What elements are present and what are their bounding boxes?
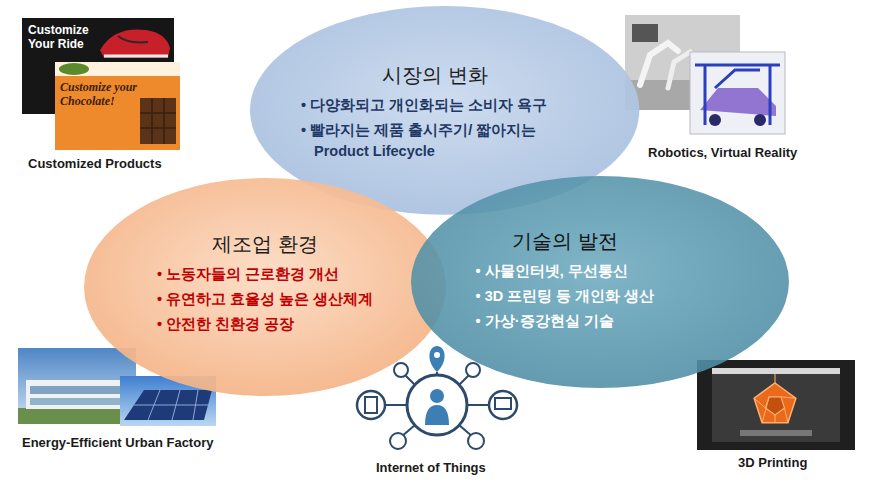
printer-picture — [697, 360, 855, 450]
label-holder: Internet of Things — [376, 461, 486, 476]
ellipse-heading: 시장의 변화 — [301, 62, 569, 88]
bullet-item: • 유연하고 효율성 높은 생산체계 — [157, 289, 373, 310]
printer-frame — [712, 368, 840, 442]
robotics-vr-picture — [625, 15, 785, 134]
ellipse-heading: 제조업 환경 — [157, 231, 373, 257]
chocolate-ad-card — [55, 62, 180, 150]
label-holder: Robotics, Virtual Reality — [648, 146, 797, 161]
pin-hole — [434, 352, 440, 358]
monitor-icon — [489, 391, 517, 419]
vr-wheel — [709, 114, 721, 126]
printed-object-edges — [754, 374, 796, 423]
picture-caption: 3D Printing — [738, 456, 807, 471]
factory-building — [26, 380, 130, 409]
location-pin — [429, 346, 444, 372]
factory-windows — [30, 386, 126, 394]
chocolate-ad-header — [55, 62, 180, 76]
printer-bed — [740, 430, 812, 436]
bullet-item: • 안전한 친환경 공장 — [157, 314, 373, 335]
person-head — [430, 389, 444, 403]
shoe-lace — [118, 36, 148, 42]
person-body — [425, 405, 449, 425]
manufacturing-ellipse: 제조업 환경 • 노동자들의 근로환경 개선 • 유연하고 효율성 높은 생산체계 •… — [83, 177, 447, 397]
factory-photo — [18, 348, 136, 424]
device-icon — [390, 433, 406, 449]
label-holder: Customized Products — [28, 157, 162, 172]
chocolate-logo — [59, 63, 89, 75]
chocolate-bar — [140, 98, 176, 144]
ellipse-fill — [84, 178, 446, 396]
vr-gantry — [695, 65, 780, 125]
ellipse-outline — [83, 177, 447, 397]
vr-wheel — [754, 114, 766, 126]
label-holder: Customize Your Ride — [28, 24, 100, 52]
bullet-item: • 다양화되고 개인화되는 소비자 욕구 — [301, 95, 569, 116]
label-holder: Energy-Efficient Urban Factory — [22, 436, 213, 451]
label-holder: Customize your Chocolate! — [60, 81, 138, 109]
solar-panel — [124, 390, 212, 420]
iot-hub — [407, 375, 467, 435]
shoe-shape — [100, 29, 170, 58]
machine-block — [632, 24, 658, 42]
vr-photo — [690, 52, 785, 134]
printer-photo — [697, 360, 855, 450]
chocolate-grid — [140, 98, 176, 144]
bullet-item: • 노동자들의 근로환경 개선 — [157, 264, 373, 285]
ellipse-text-block: 시장의 변화 • 다양화되고 개인화되는 소비자 욕구 • 빨라지는 제품 출시주기… — [301, 62, 569, 166]
device-icon — [468, 433, 484, 449]
technology-ellipse: 기술의 발전 • 사물인터넷, 무선통신 • 3D 프린팅 등 개인화 생산 • 가상… — [410, 175, 790, 389]
device-icon — [394, 363, 408, 377]
bullet-item: • 빨라지는 제품 출시주기/ 짧아지는 Product Lifecycle — [301, 120, 569, 162]
vr-car-body — [700, 88, 776, 116]
customized-products-picture — [22, 18, 180, 150]
shoe-sole — [104, 55, 168, 58]
lawn — [18, 408, 136, 424]
ellipse-heading: 기술의 발전 — [476, 228, 655, 254]
tablet-screen — [365, 397, 377, 413]
ad-text: Customize Your Ride — [28, 24, 100, 52]
device-icon — [466, 363, 480, 377]
factory-windows — [30, 398, 126, 405]
label-holder: 3D Printing — [738, 456, 807, 471]
bullet-item: • 3D 프린팅 등 개인화 생산 — [476, 286, 655, 307]
printer-top-bar — [712, 368, 840, 374]
bullet-item: • 가상·증강현실 기술 — [476, 311, 655, 332]
picture-caption: Internet of Things — [376, 461, 486, 476]
picture-caption: Robotics, Virtual Reality — [648, 146, 797, 161]
picture-caption: Energy-Efficient Urban Factory — [22, 436, 213, 451]
ellipse-text-block: 기술의 발전 • 사물인터넷, 무선통신 • 3D 프린팅 등 개인화 생산 • 가상… — [476, 228, 655, 336]
picture-caption: Customized Products — [28, 157, 162, 172]
ellipse-fill — [411, 176, 789, 388]
ellipse-text-block: 제조업 환경 • 노동자들의 근로환경 개선 • 유연하고 효율성 높은 생산체계 •… — [157, 231, 373, 339]
ellipse-outline — [410, 175, 790, 389]
bullet-item: • 사물인터넷, 무선통신 — [476, 261, 655, 282]
tablet-icon — [357, 391, 385, 419]
ad-text: Customize your Chocolate! — [60, 81, 138, 109]
solar-grid — [134, 390, 209, 420]
iot-links — [385, 372, 489, 437]
monitor-screen — [495, 398, 511, 409]
